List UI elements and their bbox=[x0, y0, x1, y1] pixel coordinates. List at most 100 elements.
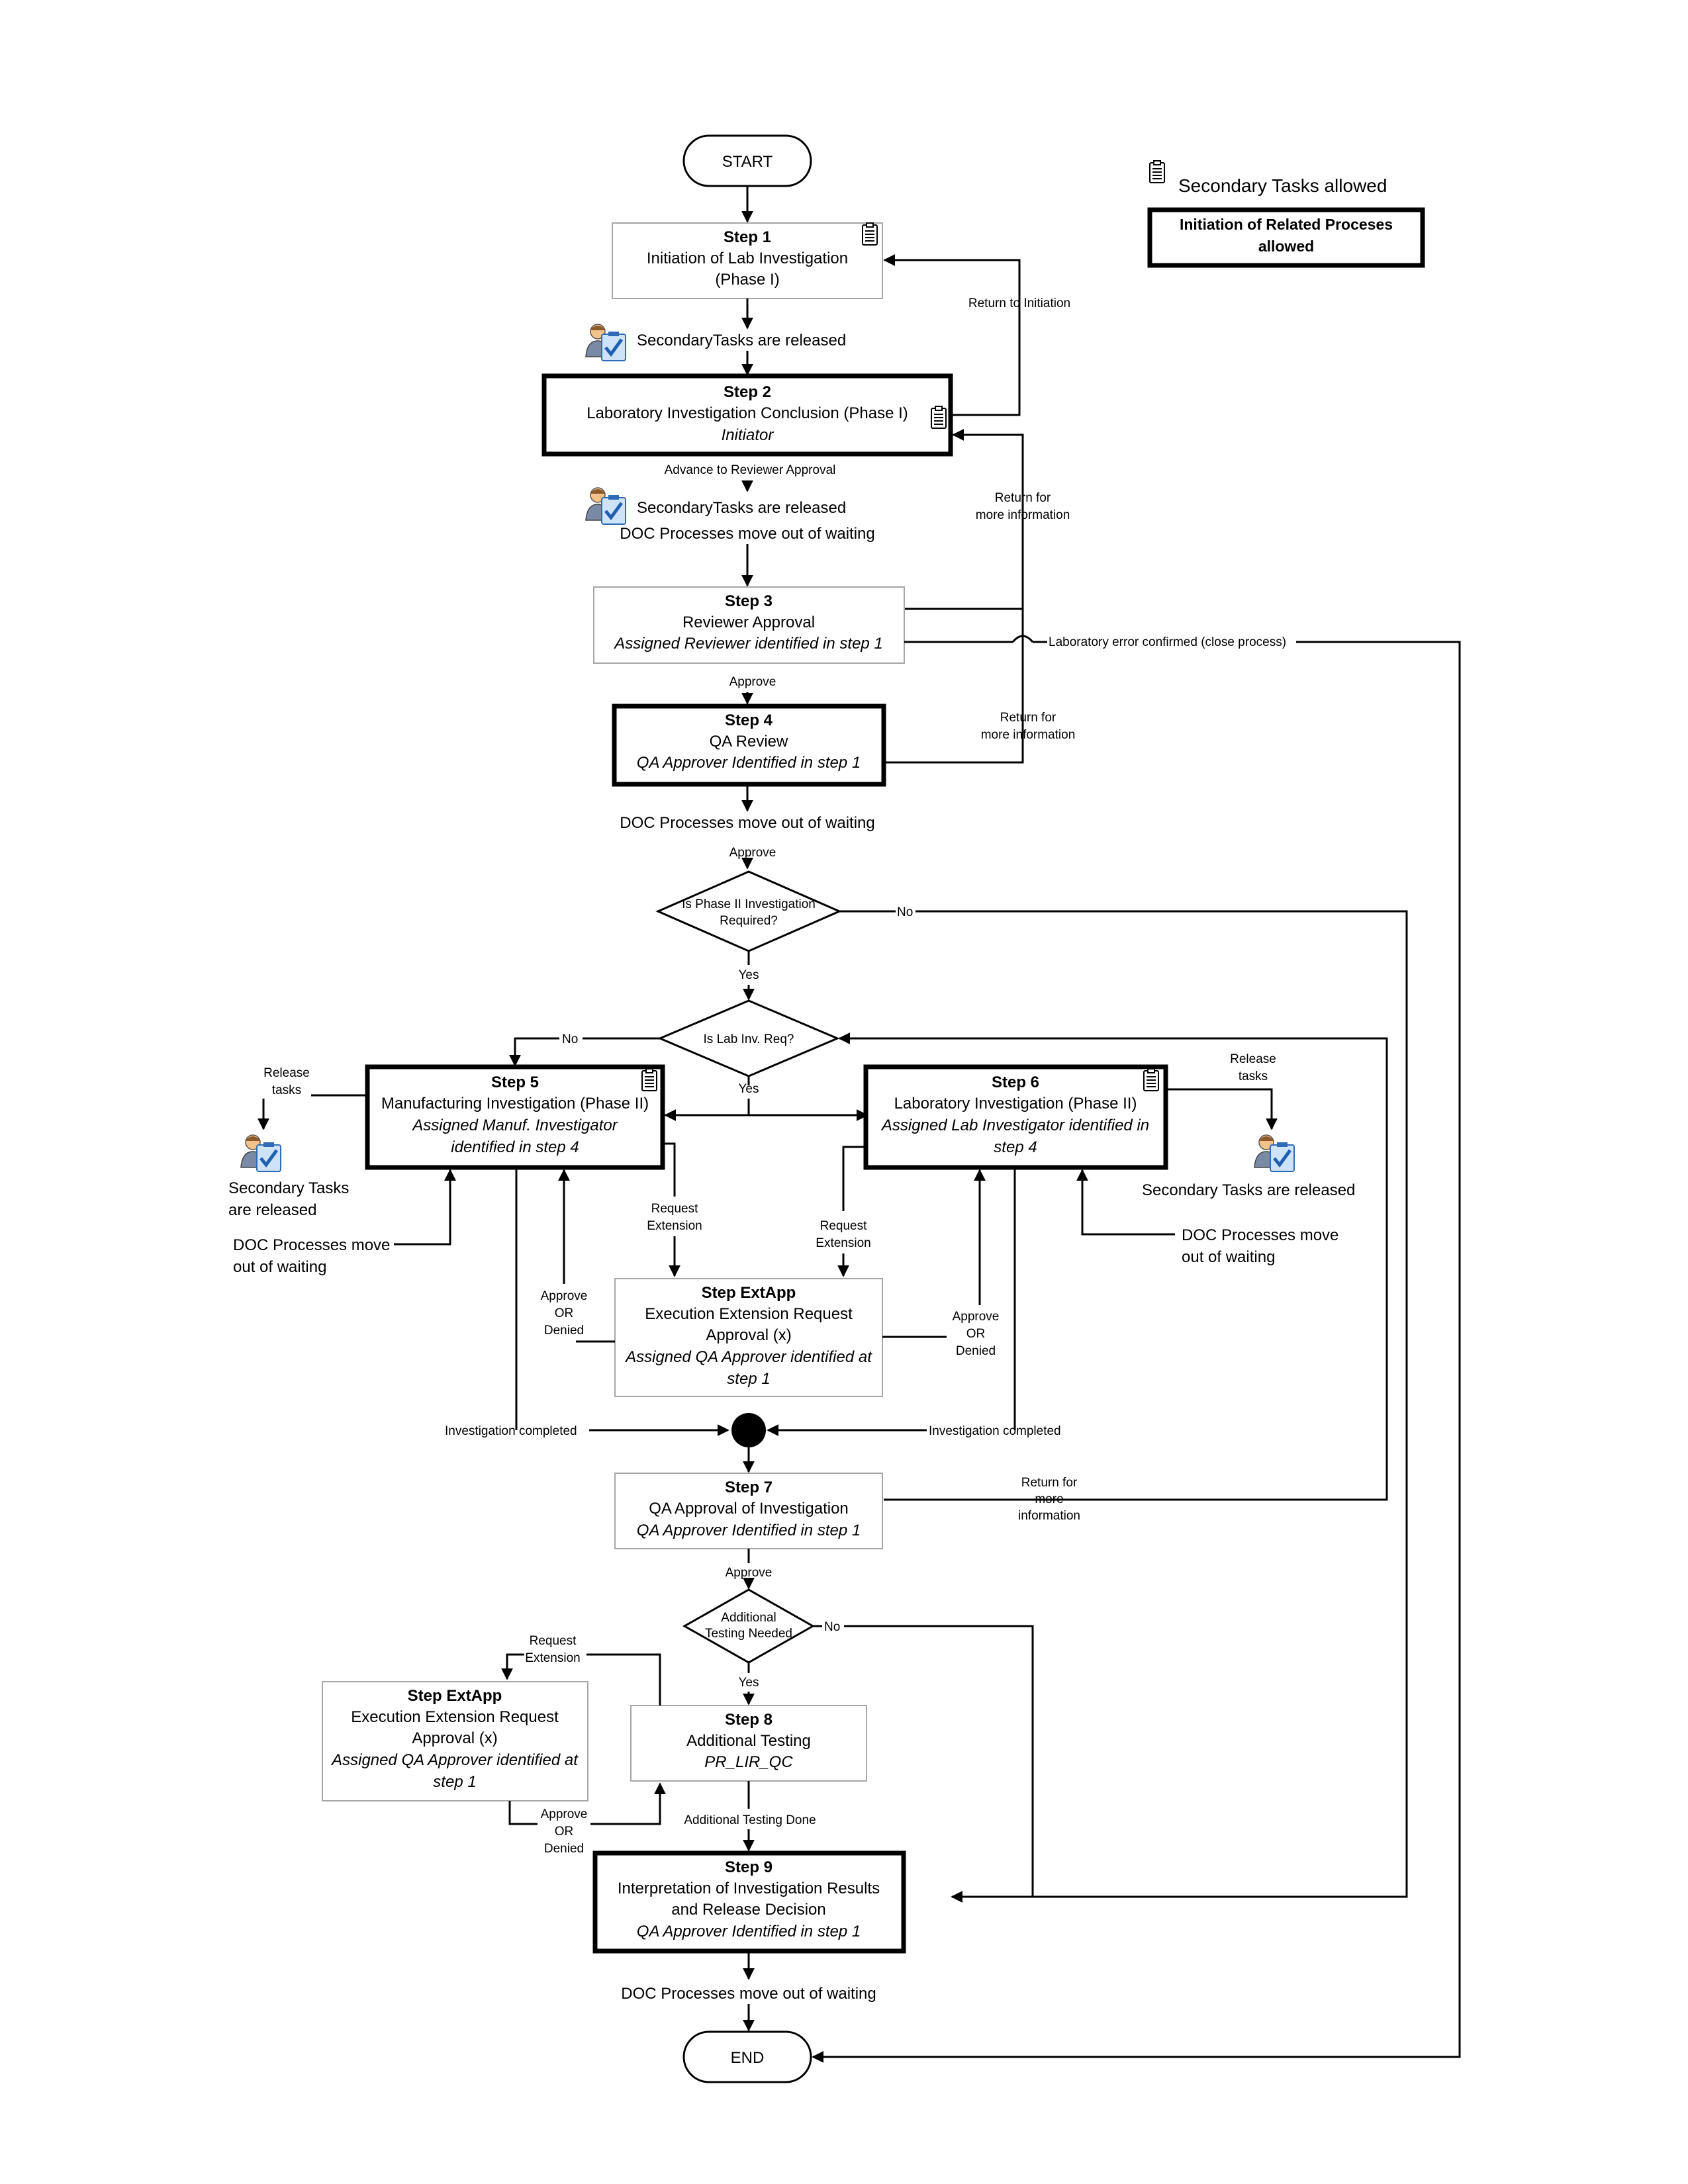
doc-move-1: DOC Processes move out of waiting bbox=[620, 525, 875, 543]
step5-role2: identified in step 4 bbox=[451, 1138, 579, 1156]
step3-role: Assigned Reviewer identified in step 1 bbox=[613, 635, 883, 653]
release-tasks-left-2: tasks bbox=[272, 1083, 301, 1097]
step-extapp-1-box bbox=[614, 1278, 883, 1397]
legend-related-processes-box bbox=[1147, 207, 1425, 268]
return-to-initiation: Return to Initiation bbox=[968, 296, 1070, 310]
approve-denied-right-3: Denied bbox=[956, 1344, 996, 1358]
request-ext-right-1: Request bbox=[820, 1219, 867, 1233]
phase2-decision bbox=[655, 870, 842, 952]
extapp2-line1: Execution Extension Request bbox=[351, 1708, 559, 1726]
approve-1: Approve bbox=[729, 675, 776, 689]
step5-line1: Manufacturing Investigation (Phase II) bbox=[381, 1095, 649, 1113]
yes-3: Yes bbox=[739, 1676, 759, 1690]
step7-box bbox=[614, 1473, 883, 1549]
step1-title: Step 1 bbox=[724, 228, 771, 246]
approve-denied-bottom-1: Approve bbox=[541, 1807, 588, 1821]
extapp2-role2: step 1 bbox=[433, 1773, 476, 1791]
yes-2: Yes bbox=[739, 1082, 759, 1096]
approve-2: Approve bbox=[729, 846, 776, 860]
request-ext-right-2: Extension bbox=[816, 1236, 870, 1250]
release-tasks-right-2: tasks bbox=[1239, 1069, 1268, 1083]
step9-line2: and Release Decision bbox=[671, 1901, 825, 1919]
step8-box bbox=[630, 1705, 867, 1782]
clipboard-icon bbox=[641, 1068, 657, 1091]
request-ext-left-2: Extension bbox=[647, 1219, 702, 1233]
step9-line1: Interpretation of Investigation Results bbox=[618, 1880, 880, 1897]
person-checklist-icon bbox=[586, 488, 626, 524]
start-label: START bbox=[722, 153, 773, 171]
person-checklist-icon bbox=[1254, 1135, 1294, 1171]
secondary-left-1: Secondary Tasks bbox=[228, 1179, 349, 1197]
step5-box bbox=[365, 1064, 665, 1170]
end-terminal bbox=[682, 2030, 812, 2083]
merge-node-icon bbox=[731, 1413, 766, 1447]
clipboard-icon bbox=[931, 406, 947, 429]
clipboard-icon bbox=[862, 222, 878, 246]
return-more-info-1a: Return for bbox=[995, 491, 1051, 505]
end-label: END bbox=[731, 2049, 765, 2067]
request-ext-bottom-2: Extension bbox=[525, 1651, 580, 1665]
additional-testing-decision bbox=[682, 1588, 816, 1664]
doc-right-1: DOC Processes move bbox=[1182, 1226, 1338, 1244]
step7-line1: QA Approval of Investigation bbox=[649, 1500, 849, 1518]
approve-denied-right-1: Approve bbox=[953, 1310, 1000, 1324]
step4-title: Step 4 bbox=[725, 711, 773, 729]
person-checklist-icon bbox=[241, 1135, 281, 1171]
legend-related-line1: Initiation of Related Proceses bbox=[1180, 216, 1393, 233]
return-more-info-1b: more information bbox=[976, 508, 1070, 522]
step4-line1: QA Review bbox=[710, 733, 788, 751]
doc-move-2: DOC Processes move out of waiting bbox=[620, 814, 875, 832]
step6-title: Step 6 bbox=[992, 1073, 1039, 1091]
step2-title: Step 2 bbox=[724, 383, 771, 401]
inv-completed-left: Investigation completed bbox=[445, 1424, 577, 1438]
approve-denied-bottom-3: Denied bbox=[544, 1842, 584, 1856]
return-more-info-2b: more information bbox=[981, 728, 1076, 742]
return-more-info-3a: Return for bbox=[1021, 1476, 1078, 1490]
secondary-left-2: are released bbox=[228, 1201, 316, 1219]
step5-title: Step 5 bbox=[491, 1073, 539, 1091]
doc-left-1: DOC Processes move bbox=[233, 1236, 390, 1254]
step6-line1: Laboratory Investigation (Phase II) bbox=[894, 1095, 1137, 1113]
advance-reviewer-approval: Advance to Reviewer Approval bbox=[665, 463, 836, 477]
step7-title: Step 7 bbox=[725, 1479, 773, 1496]
approve-denied-bottom-2: OR bbox=[555, 1825, 574, 1839]
step8-role: PR_LIR_QC bbox=[704, 1753, 793, 1771]
step6-box bbox=[863, 1064, 1168, 1170]
clipboard-icon bbox=[1149, 160, 1165, 183]
step5-role1: Assigned Manuf. Investigator bbox=[411, 1116, 618, 1134]
return-more-info-2a: Return for bbox=[1000, 711, 1056, 725]
extapp1-line1: Execution Extension Request bbox=[645, 1305, 853, 1323]
no-2: No bbox=[562, 1032, 578, 1046]
extapp1-role2: step 1 bbox=[727, 1370, 770, 1388]
release-tasks-left-1: Release bbox=[263, 1066, 310, 1080]
lab-inv-label: Is Lab Inv. Req? bbox=[704, 1032, 794, 1046]
step3-box bbox=[593, 586, 905, 664]
step-extapp-2-box bbox=[322, 1681, 588, 1801]
release-tasks-right-1: Release bbox=[1230, 1052, 1276, 1066]
approve-denied-left-2: OR bbox=[555, 1306, 574, 1320]
step1-line2: (Phase I) bbox=[715, 271, 779, 289]
step9-title: Step 9 bbox=[725, 1858, 773, 1876]
doc-left-2: out of waiting bbox=[233, 1258, 326, 1276]
request-ext-left-1: Request bbox=[651, 1202, 698, 1216]
extapp2-line2: Approval (x) bbox=[412, 1729, 497, 1747]
inv-completed-right: Investigation completed bbox=[929, 1424, 1061, 1438]
secondary-released-1: SecondaryTasks are released bbox=[637, 332, 846, 349]
approve-denied-left-1: Approve bbox=[541, 1289, 588, 1303]
step6-role1: Assigned Lab Investigator identified in bbox=[880, 1116, 1149, 1134]
return-more-info-3b: more bbox=[1035, 1492, 1063, 1506]
secondary-released-2: SecondaryTasks are released bbox=[637, 499, 846, 517]
step8-title: Step 8 bbox=[725, 1711, 773, 1729]
legend-related-line2: allowed bbox=[1258, 238, 1314, 255]
step2-role: Initiator bbox=[722, 426, 774, 444]
yes-1: Yes bbox=[739, 968, 759, 982]
approve-denied-left-3: Denied bbox=[544, 1324, 584, 1338]
extapp2-title: Step ExtApp bbox=[408, 1687, 502, 1705]
step6-role2: step 4 bbox=[994, 1138, 1037, 1156]
step4-box bbox=[612, 704, 886, 787]
secondary-right: Secondary Tasks are released bbox=[1142, 1181, 1355, 1199]
no-3: No bbox=[824, 1620, 840, 1634]
phase2-line2: Required? bbox=[720, 914, 778, 928]
approve-3: Approve bbox=[726, 1566, 773, 1580]
